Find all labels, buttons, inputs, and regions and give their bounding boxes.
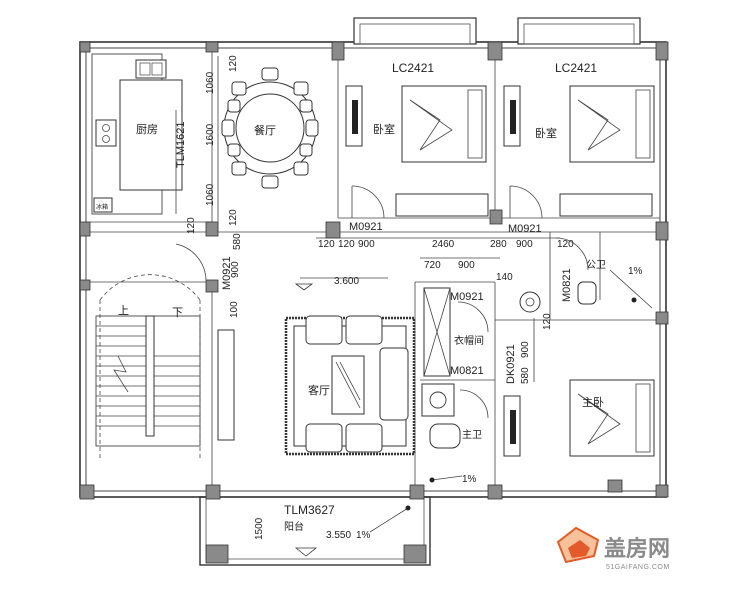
master-bath-label: 主卫 — [462, 429, 482, 441]
dim-580-b: 580 — [520, 367, 531, 384]
vertical-dimensions: 1060 120 1600 1060 120 120 580 900 M0921… — [186, 55, 243, 318]
bedroom-b-area: LC2421 卧室 — [503, 61, 655, 219]
door-code-dk0921: DK0921 — [505, 344, 517, 384]
bedroom-a-area: LC2421 卧室 — [345, 61, 489, 219]
door-code-m0921-a: M0921 — [349, 221, 383, 233]
dining-chairs — [221, 67, 319, 189]
kitchen-door-code: TLM1621 — [175, 122, 187, 168]
slope-balcony: 1% — [356, 530, 371, 541]
master-bedroom-area: 主卧 — [503, 379, 655, 457]
door-code-m0821-a: M0821 — [450, 365, 484, 377]
slope-public-bath: 1% — [628, 266, 643, 277]
dim-2460: 2460 — [432, 239, 455, 250]
dim-120-b: 120 — [228, 209, 239, 226]
dim-1600: 1600 — [205, 123, 216, 146]
window-code-b: LC2421 — [555, 61, 597, 75]
dim-900-c: 900 — [516, 239, 533, 250]
columns — [79, 41, 669, 564]
living-label: 客厅 — [308, 383, 330, 397]
dim-1060-a: 1060 — [205, 71, 216, 94]
balcony-label: 阳台 — [284, 520, 304, 533]
dim-140: 140 — [496, 272, 513, 283]
dining-area: 餐厅 — [221, 67, 319, 189]
living-level: 3.600 — [334, 276, 359, 287]
stair-treads — [96, 325, 200, 427]
dim-120-a: 120 — [228, 55, 239, 72]
dim-1500: 1500 — [254, 517, 265, 540]
dim-120-e: 120 — [338, 239, 355, 250]
dim-120-c: 120 — [186, 217, 197, 234]
master-bath-area: 主卫 1% — [421, 383, 489, 485]
door-code-m0821-b: M0821 — [561, 268, 573, 302]
closet-area: M0921 衣帽间 M0821 — [423, 287, 489, 377]
dim-720: 720 — [424, 260, 441, 271]
door-code-m0921-c: M0921 — [221, 256, 233, 290]
dim-120-f: 120 — [557, 239, 574, 250]
master-bedroom-label: 主卧 — [582, 396, 604, 409]
dim-280: 280 — [490, 239, 507, 250]
brand-logo: 盖房网 51GAIFANG.COM — [556, 526, 670, 571]
door-code-m0921-d: M0921 — [450, 291, 484, 303]
bedroom-b-label: 卧室 — [535, 126, 557, 140]
corridor-annotations: M0921 M0921 120 120 900 2460 280 900 120… — [316, 221, 574, 283]
dim-900-a: 900 — [230, 261, 241, 278]
stair-up-label: 上 — [118, 304, 129, 317]
bedroom-a-label: 卧室 — [373, 122, 395, 136]
dim-100: 100 — [229, 301, 240, 318]
stair-down-label: 下 — [172, 306, 183, 319]
brand-url: 51GAIFANG.COM — [606, 564, 670, 571]
kitchen-label: 厨房 — [136, 123, 158, 136]
balcony-level: 3.550 — [326, 530, 351, 541]
dim-120-g: 120 — [542, 313, 553, 330]
dining-label: 餐厅 — [254, 123, 276, 137]
dim-1060-b: 1060 — [205, 183, 216, 206]
walls — [79, 17, 667, 566]
door-code-m0921-b: M0921 — [508, 223, 542, 235]
public-bath-area: M0821 公卫 1% — [519, 237, 653, 313]
dim-580: 580 — [232, 233, 243, 250]
brand-name: 盖房网 — [604, 536, 670, 562]
balcony-area: TLM3627 阳台 3.550 1% 1500 — [254, 503, 411, 557]
kitchen-area: 冰箱 厨房 TLM1621 — [91, 53, 187, 215]
fridge-label: 冰箱 — [96, 203, 108, 211]
dim-900-e: 900 — [520, 341, 531, 358]
balcony-door-code: TLM3627 — [284, 503, 335, 517]
dk-door-annotations: DK0921 900 580 120 — [505, 313, 553, 384]
window-code-a: LC2421 — [392, 61, 434, 75]
living-area: 3.600 客厅 — [217, 276, 416, 456]
stair-area: 上 下 — [95, 243, 207, 460]
dim-120-d: 120 — [318, 239, 335, 250]
dim-900-d: 900 — [458, 260, 475, 271]
closet-label: 衣帽间 — [454, 334, 484, 347]
slope-master-bath: 1% — [462, 474, 477, 485]
dim-900-b: 900 — [358, 239, 375, 250]
public-bath-label: 公卫 — [586, 260, 606, 271]
